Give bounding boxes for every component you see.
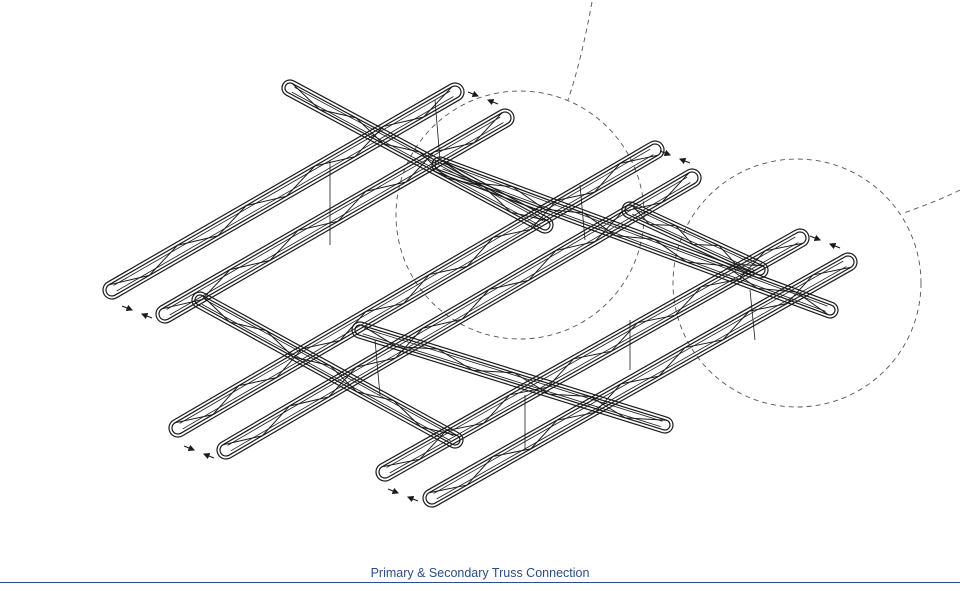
secondary-truss (191, 291, 464, 449)
hanger-line (579, 184, 586, 241)
gap-arrow (183, 444, 196, 452)
gap-arrow (486, 98, 499, 106)
gap-arrow (659, 149, 672, 157)
truss-assembly (102, 79, 858, 508)
hanger-line (749, 289, 756, 341)
primary-truss (422, 252, 858, 508)
gap-arrow (809, 234, 822, 242)
detail-leader-2 (903, 189, 960, 214)
gap-arrow (406, 495, 419, 503)
primary-truss (375, 228, 810, 482)
gap-arrow (121, 304, 134, 312)
gap-arrow (467, 90, 480, 98)
gap-arrows (121, 90, 841, 503)
gap-arrow (678, 157, 691, 165)
secondary-truss (431, 156, 839, 319)
detail-leader-1 (567, 1, 593, 101)
primary-truss (168, 140, 665, 438)
gap-arrow (202, 452, 215, 460)
primary-truss (102, 82, 465, 300)
hanger-line (434, 99, 441, 161)
gap-arrow (387, 487, 400, 495)
primary-truss (216, 168, 702, 460)
gap-arrow (140, 312, 153, 320)
drawing-caption: Primary & Secondary Truss Connection (370, 566, 590, 580)
detail-callout-circle-1 (395, 90, 645, 340)
detail-callout-circle-2 (672, 158, 922, 408)
gap-arrow (828, 242, 841, 250)
hanger-line (374, 339, 381, 396)
primary-truss (155, 108, 515, 324)
caption-underline (0, 582, 960, 583)
detail-callouts (395, 1, 960, 408)
